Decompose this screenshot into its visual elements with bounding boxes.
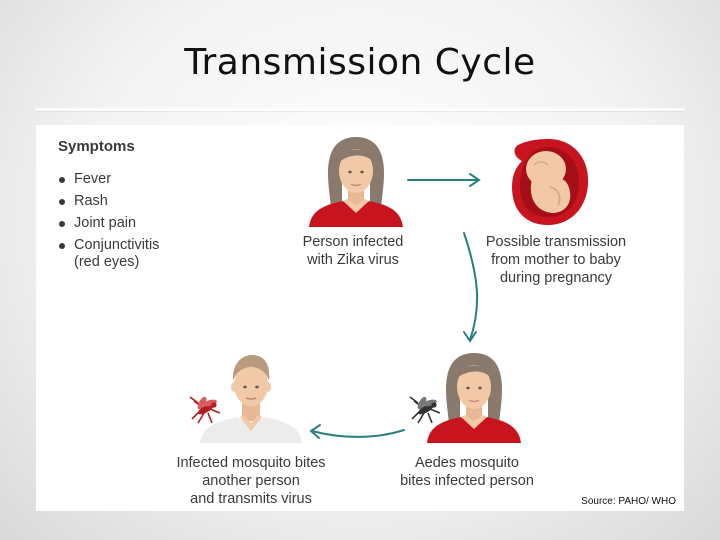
arrow-to-transmission — [311, 429, 405, 438]
female-person-icon — [427, 353, 521, 443]
male-person-icon — [200, 355, 302, 443]
symptom-joint-pain: Joint pain — [58, 215, 159, 232]
symptom-rash: Rash — [58, 193, 159, 210]
source-credit: Source: PAHO/ WHO — [581, 496, 676, 507]
symptoms-title: Symptoms — [58, 138, 135, 155]
symptoms-list: Fever Rash Joint pain Conjunctivitis (re… — [58, 171, 159, 276]
caption-mosquito-transmits: Infected mosquito bites another person a… — [176, 455, 326, 507]
cycle-arrows — [309, 173, 481, 439]
diagram-panel: Symptoms Fever Rash Joint pain Conjuncti… — [36, 125, 684, 511]
arrow-to-aedes — [463, 232, 479, 341]
mosquito-icon — [189, 396, 221, 424]
fetus-in-womb-icon — [512, 139, 589, 225]
conjunctivitis-note: (red eyes) — [74, 254, 140, 270]
symptom-fever: Fever — [58, 171, 159, 188]
caption-person-infected: Person infected with Zika virus — [302, 234, 404, 268]
conjunctivitis-label: Conjunctivitis — [74, 237, 160, 253]
mosquito-icon — [409, 396, 441, 424]
caption-pregnancy-transmission: Possible transmission from mother to bab… — [485, 234, 627, 286]
slide-title: Transmission Cycle — [184, 42, 536, 83]
caption-aedes-bite: Aedes mosquito bites infected person — [400, 455, 534, 489]
title-divider — [36, 108, 684, 111]
female-person-icon — [309, 137, 403, 227]
symptom-conjunctivitis: Conjunctivitis (red eyes) — [58, 237, 159, 271]
